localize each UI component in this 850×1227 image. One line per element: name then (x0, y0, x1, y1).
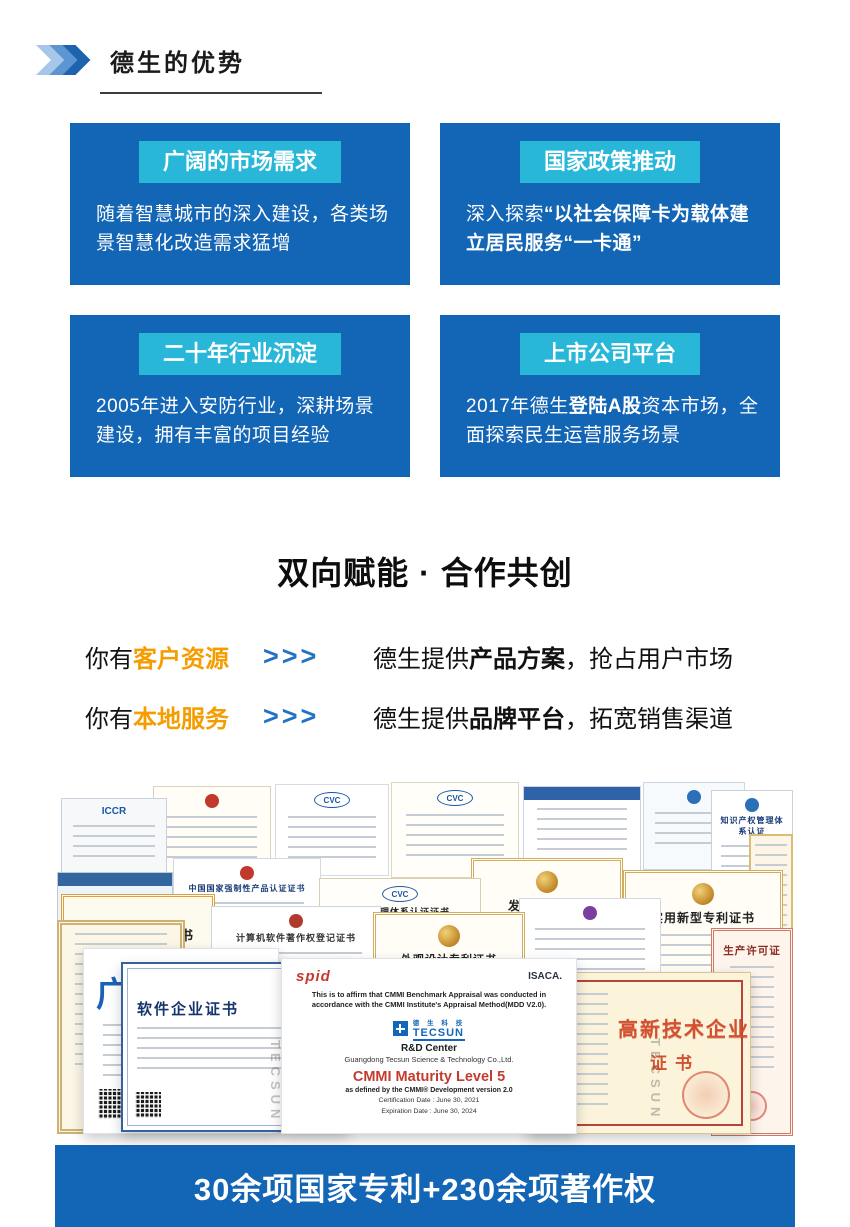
footer-banner: 30余项国家专利+230余项著作权 (55, 1145, 795, 1227)
cert-ip-management-logo (745, 798, 759, 812)
cert-cmmi-company: Guangdong Tecsun Science & Technology Co… (344, 1054, 514, 1064)
cert-iccr: ICCR (61, 798, 167, 882)
text-segment: ，拓宽销售渠道 (565, 705, 733, 733)
cert-d-logo-logo (583, 906, 597, 920)
cert-cmmi-dept: R&D Center (400, 1042, 458, 1054)
cert-cmmi-award: CMMI Maturity Level 5 (352, 1068, 506, 1085)
advantage-card-policy: 国家政策推动 深入探索“以社会保障卡为载体建立居民服务“一卡通” (440, 123, 780, 285)
cert-cmmi-tecsun-cn: 德 生 科 技 (412, 1019, 466, 1027)
cert-cvc-top-1-lines (288, 816, 376, 858)
cert-invention-patent-emblem (536, 871, 558, 893)
cooperation-left-text: 你有客户资源 (85, 639, 263, 674)
text-segment: 你有 (85, 705, 133, 733)
cooperation-left-text: 你有本地服务 (85, 699, 263, 734)
cert-blue-header-lines (536, 808, 628, 852)
watermark-tecsun-right: TECSUN (648, 1038, 663, 1122)
card-body: 随着智慧城市的深入建设，各类场景智慧化改造需求猛增 (96, 201, 390, 258)
text-segment: 深入探索 (466, 204, 545, 225)
cert-software-copyright-logo (289, 914, 303, 928)
cert-mid-left-header-bar (58, 873, 172, 886)
cert-software-copyright-title: 计算机软件著作权登记证书 (235, 933, 356, 943)
cert-cmmi-line1: This is to affirm that CMMI Benchmark Ap… (311, 990, 547, 999)
arrows-icon: >>> (263, 700, 320, 731)
cert-cmmi-tecsun-mark (392, 1021, 408, 1037)
cert-copyright-lines (166, 816, 258, 862)
arrows-icon: >>> (263, 640, 320, 671)
cert-cmmi: spid ISACA. This is to affirm that CMMI Be… (281, 958, 577, 1134)
card-body: 深入探索“以社会保障卡为载体建立居民服务“一卡通” (466, 201, 760, 258)
cert-cmmi-head: spid ISACA. (296, 968, 562, 985)
text-segment: 客户资源 (133, 645, 229, 673)
cooperation-rows: 你有客户资源 >>> 德生提供产品方案，抢占用户市场 你有本地服务 >>> 德生… (85, 634, 775, 754)
advantage-cards: 广阔的市场需求 随着智慧城市的深入建设，各类场景智慧化改造需求猛增 国家政策推动… (70, 123, 780, 477)
cert-blue-header-header-bar (524, 787, 640, 800)
cert-hightech-subtitle: 证书 (650, 1054, 700, 1073)
cert-cmmi-spid-logo: spid (296, 968, 331, 985)
cert-utility-patent-emblem (692, 883, 714, 905)
advantage-card-experience: 二十年行业沉淀 2005年进入安防行业，深耕场景建设，拥有丰富的项目经验 (70, 315, 410, 477)
card-badge: 上市公司平台 (519, 333, 701, 375)
cooperation-right-text: 德生提供产品方案，抢占用户市场 (373, 639, 775, 674)
cert-cmmi-line2: accordance with the CMMI Institute's App… (311, 1000, 547, 1010)
cert-hightech-seal (682, 1071, 730, 1119)
card-body: 2005年进入安防行业，深耕场景建设，拥有丰富的项目经验 (96, 393, 390, 450)
cert-design-patent-emblem (438, 925, 460, 947)
text-segment: 产品方案 (469, 645, 565, 673)
cooperation-row-local-service: 你有本地服务 >>> 德生提供品牌平台，拓宽销售渠道 (85, 694, 775, 738)
text-segment: 2005年进入安防行业，深耕场景建设，拥有丰富的项目经验 (96, 396, 375, 446)
cert-cmmi-isaca-logo: ISACA. (528, 971, 562, 982)
text-segment: 2017年德生 (466, 396, 569, 417)
card-body: 2017年德生登陆A股资本市场，全面探索民生运营服务场景 (466, 393, 760, 450)
text-segment: 品牌平台 (469, 705, 565, 733)
advantage-card-market: 广阔的市场需求 随着智慧城市的深入建设，各类场景智慧化改造需求猛增 (70, 123, 410, 285)
cert-top-right-logo (687, 790, 701, 804)
cert-production-license-title: 生产许可证 (723, 945, 781, 957)
text-segment: 德生提供 (373, 645, 469, 673)
cert-hightech-title: 高新技术企业 (618, 1019, 750, 1041)
cert-cvc-top-1-logo: CVC (314, 792, 350, 808)
section-title: 双向赋能 · 合作共创 (277, 555, 573, 591)
cert-ccc-logo (240, 866, 254, 880)
cert-cmmi-cert-date: Certification Date : June 30, 2021 (378, 1096, 480, 1104)
banner-text: 30余项国家专利+230余项著作权 (193, 1171, 657, 1207)
cert-copyright-logo (205, 794, 219, 808)
chevrons-icon (36, 44, 91, 76)
card-badge: 二十年行业沉淀 (138, 333, 342, 375)
cert-iccr-logo: ICCR (101, 806, 127, 817)
cert-cvc-top-2-lines (405, 814, 505, 860)
cert-cmmi-tecsun-en: TECSUN (412, 1026, 466, 1041)
page-title: 德生的优势 (110, 49, 245, 77)
cert-cvc-top-2-logo: CVC (437, 790, 473, 806)
cert-utility-patent-title: 实用新型专利证书 (650, 911, 755, 925)
cooperation-row-customers: 你有客户资源 >>> 德生提供产品方案，抢占用户市场 (85, 634, 775, 678)
text-segment: 随着智慧城市的深入建设，各类场景智慧化改造需求猛增 (96, 204, 389, 254)
cert-ip-management-title: 知识产权管理体系认证 (720, 816, 784, 836)
card-badge: 国家政策推动 (519, 141, 701, 183)
text-segment: 本地服务 (133, 705, 229, 733)
card-badge: 广阔的市场需求 (138, 141, 342, 183)
cert-ccc-title: 中国国家强制性产品认证证书 (188, 884, 306, 893)
cert-iccr-lines (73, 825, 155, 859)
text-segment: “以社会保障卡为载体建立居民服务“一卡通” (466, 204, 750, 254)
title-underline (100, 92, 322, 94)
cert-cmmi-award-sub: as defined by the CMMI® Development vers… (345, 1086, 513, 1094)
text-segment: 德生提供 (373, 705, 469, 733)
certificate-collage: ICCRCVCCVC知识产权管理体系认证中国国家强制性产品认证证书CVC质量管理… (57, 782, 793, 1138)
advantage-card-listed: 上市公司平台 2017年德生登陆A股资本市场，全面探索民生运营服务场景 (440, 315, 780, 477)
text-segment: ，抢占用户市场 (565, 645, 733, 673)
cert-cmmi-exp-date: Expiration Date : June 30, 2024 (381, 1107, 477, 1115)
header: 德生的优势 (36, 42, 245, 78)
text-segment: 资本市场，全面探索民生运营服务场景 (466, 396, 759, 446)
watermark-tecsun-left: TECSUN (268, 1040, 283, 1124)
cert-quality-system-logo: CVC (382, 886, 418, 902)
cert-software-enterprise-qr-code (135, 1092, 161, 1118)
cert-software-enterprise-title: 软件企业证书 (137, 1001, 240, 1018)
text-segment: 你有 (85, 645, 133, 673)
cooperation-right-text: 德生提供品牌平台，拓宽销售渠道 (373, 699, 775, 734)
text-segment: 登陆A股 (568, 396, 642, 417)
